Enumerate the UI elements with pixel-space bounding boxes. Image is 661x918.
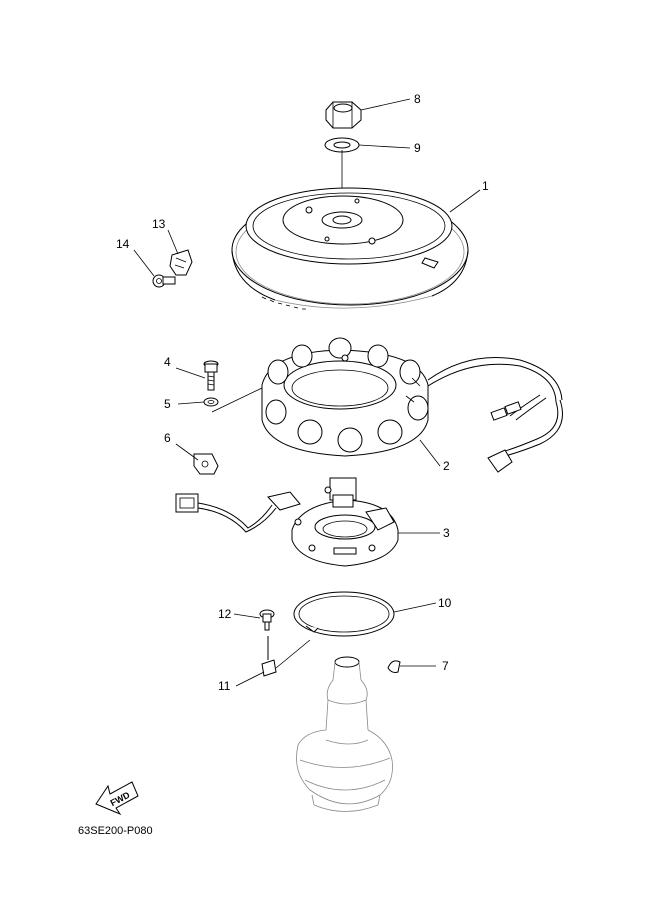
callout-10: 10: [438, 596, 452, 610]
washer: [324, 137, 360, 153]
ground-lead: [261, 636, 311, 677]
callout-14: 14: [116, 237, 130, 251]
small-washer: [203, 397, 219, 407]
callout-labels: 8 9 1 13 14 4 5 6 2 3 10 12 7 11: [116, 92, 489, 693]
retaining-ring: [293, 591, 395, 637]
callout-13: 13: [152, 217, 166, 231]
flywheel-nut: [325, 101, 362, 129]
callout-5: 5: [164, 397, 171, 411]
lead-bracket: [193, 453, 219, 475]
flywheel-magneto: [231, 187, 469, 310]
ground-screw: [259, 609, 275, 631]
callout-9: 9: [414, 141, 421, 155]
callout-4: 4: [164, 355, 171, 369]
forward-direction-arrow: FWD: [95, 781, 139, 816]
stator-wire-harness: [427, 357, 563, 473]
wire-clamp: [169, 249, 193, 276]
callout-3: 3: [443, 526, 450, 540]
crankshaft: [296, 656, 393, 812]
callout-8: 8: [414, 92, 421, 106]
woodruff-key: [387, 660, 401, 673]
callout-2: 2: [443, 459, 450, 473]
bolt: [152, 274, 176, 288]
figure-code: 63SE200-P080: [78, 825, 153, 837]
stator-assembly: [261, 337, 429, 457]
callout-7: 7: [442, 659, 449, 673]
leader-lines: [133, 98, 481, 687]
pulser-coil-assembly: [267, 477, 399, 567]
callout-6: 6: [164, 431, 171, 445]
stator-bolt: [203, 360, 219, 391]
pulser-wire-connector: [175, 493, 277, 533]
callout-1: 1: [482, 179, 489, 193]
callout-12: 12: [218, 607, 232, 621]
callout-11: 11: [218, 679, 231, 693]
